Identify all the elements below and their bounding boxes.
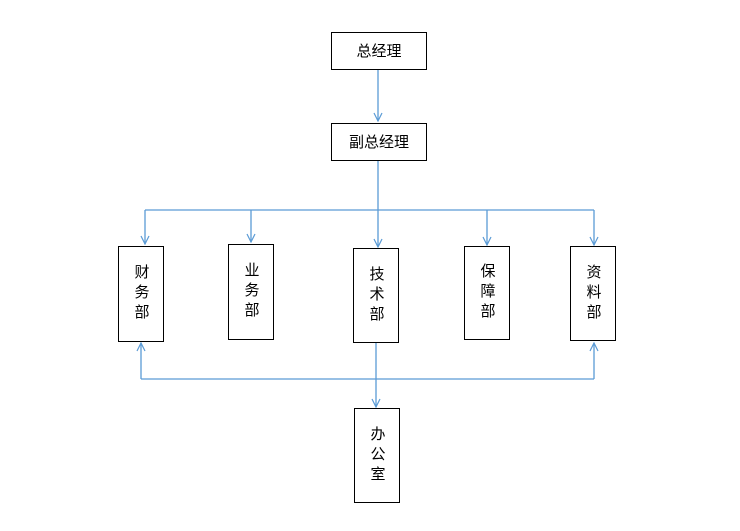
node-support-dept-label: 保障部	[478, 263, 497, 323]
node-office-label: 办公室	[368, 425, 387, 486]
node-deputy-general-manager-label: 副总经理	[348, 132, 409, 151]
node-support-dept: 保障部	[464, 246, 510, 340]
node-business-dept: 业务部	[228, 244, 274, 340]
node-data-dept: 资料部	[570, 246, 616, 341]
node-deputy-general-manager: 副总经理	[331, 123, 427, 161]
node-finance-dept-label: 财务部	[132, 264, 151, 324]
node-technology-dept: 技术部	[353, 248, 399, 343]
node-general-manager: 总经理	[331, 32, 427, 70]
node-finance-dept: 财务部	[118, 246, 164, 342]
node-office: 办公室	[354, 408, 400, 503]
node-technology-dept-label: 技术部	[367, 265, 386, 326]
node-general-manager-label: 总经理	[356, 41, 402, 60]
node-data-dept-label: 资料部	[584, 263, 603, 324]
node-business-dept-label: 业务部	[242, 262, 261, 322]
